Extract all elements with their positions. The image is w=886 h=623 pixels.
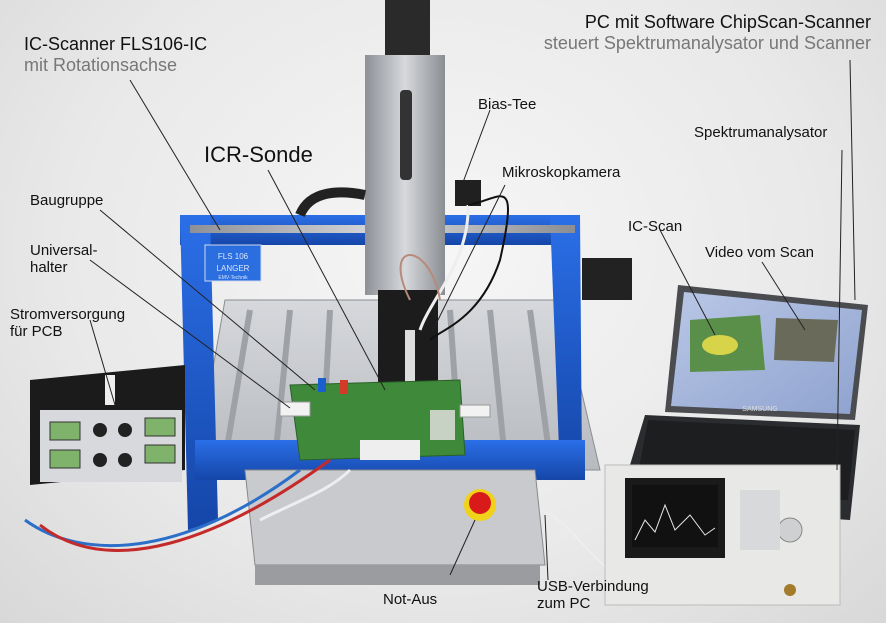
label-icr-sonde: ICR-Sonde [204,142,313,167]
label-usb: USB-Verbindung zum PC [537,578,649,613]
pc-title: PC mit Software ChipScan-Scanner [584,12,871,32]
spectrum-analyzer [604,464,841,606]
usb-line-2: zum PC [537,595,591,613]
scanner-model-label: FLS 106 [218,252,249,261]
label-pc: PC mit Software ChipScan-Scanner steuert… [544,12,871,53]
cable-chain [295,187,366,218]
label-ic-scan: IC-Scan [628,218,683,235]
label-video: Video vom Scan [705,244,814,261]
label-stromversorgung: Stromversorgung für PCB [10,306,125,341]
universalhalter-line-1: Universal- [30,242,98,259]
z-axis-column [365,0,445,390]
icr-probe [405,330,415,405]
brand-label: LANGER [217,264,250,273]
label-not-aus: Not-Aus [383,591,438,608]
ic-scanner-subtitle: mit Rotationsachse [24,54,178,75]
callout-lines [89,59,856,581]
pc-subtitle: steuert Spektrumanalysator und Scanner [543,32,871,53]
universal-holder [279,401,311,417]
label-spektrumanalysator: Spektrumanalysator [694,124,828,141]
power-supply [30,365,185,485]
label-baugruppe: Baugruppe [30,192,104,209]
usb-line-1: USB-Verbindung [537,578,649,595]
x-motor [582,258,632,300]
stromversorgung-line-2: für PCB [10,323,63,341]
universalhalter-line-2: halter [30,259,68,277]
label-bias-tee: Bias-Tee [478,96,537,113]
label-ic-scanner: IC-Scanner FLS106-IC mit Rotationsachse [24,34,207,75]
ic-scanner-title: IC-Scanner FLS106-IC [24,34,208,54]
bias-tee-device [455,180,481,206]
label-mikroskopkamera: Mikroskopkamera [502,164,621,181]
emergency-stop-button[interactable] [469,492,491,514]
stromversorgung-line-1: Stromversorgung [10,306,126,323]
pcb-board [289,378,466,461]
laptop-brand: SAMSUNG [742,406,777,413]
scan-video [774,318,838,362]
label-universalhalter: Universal- halter [30,242,98,277]
brand-sub-label: EMV-Technik [218,275,248,281]
